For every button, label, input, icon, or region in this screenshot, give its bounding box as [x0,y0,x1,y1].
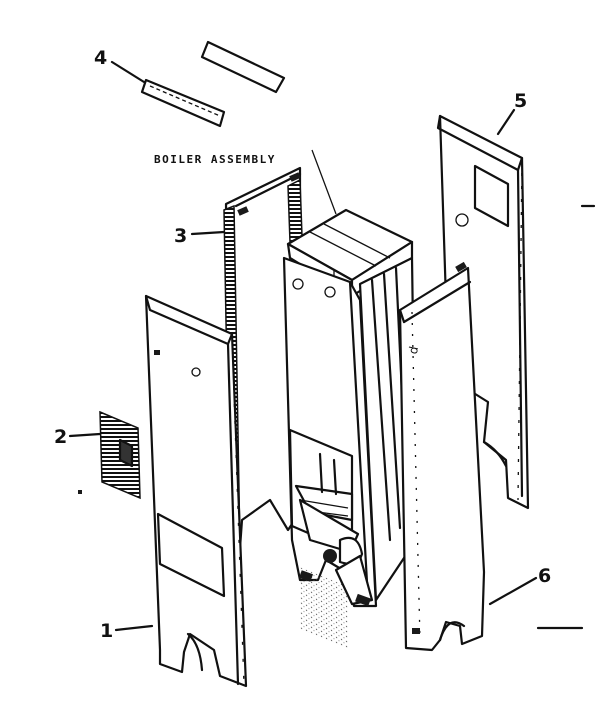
boiler-assembly-heading: BOILER ASSEMBLY [154,153,276,166]
callout-5-label: 5 [514,90,527,112]
callout-1-label: 1 [100,620,113,642]
callout-2: 2 [54,426,102,448]
boiler-assembly [282,208,418,649]
part-5-rear-side-panel [436,114,530,510]
svg-text:d: d [406,345,421,355]
callout-3-label: 3 [174,225,187,247]
part-2-louver-grille [78,410,141,500]
callout-6-label: 6 [538,565,551,587]
callout-3: 3 [174,225,226,247]
callout-6: 6 [488,565,551,606]
callout-2-label: 2 [54,426,67,448]
callout-4-label: 4 [94,47,107,69]
part-6-front-side-panel: d [398,261,486,652]
part-4-top-bracket [140,40,286,128]
callout-4: 4 [94,47,146,84]
callout-1: 1 [100,620,154,642]
part-1-front-panel [144,294,248,688]
callout-5: 5 [496,90,527,136]
boiler-assembly-leader-line [311,149,337,215]
